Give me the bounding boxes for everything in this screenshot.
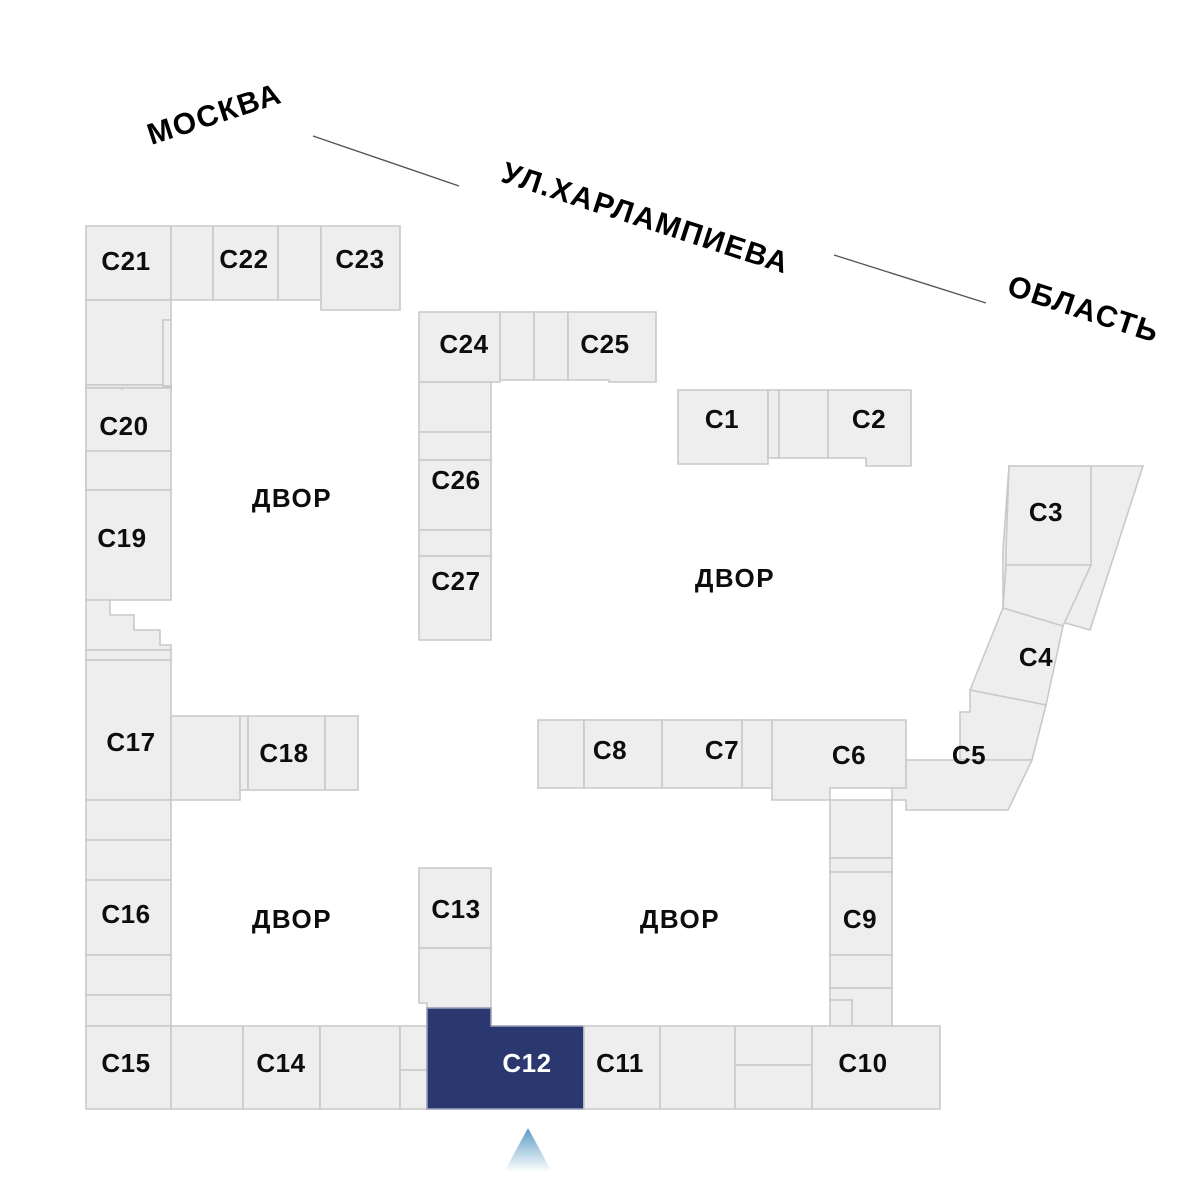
block-east-column: C9 (829, 799, 893, 1027)
building-C25[interactable] (567, 311, 657, 383)
yard-label-northeast: ДВОР (695, 563, 775, 593)
label-C4: C4 (1019, 642, 1053, 672)
block-C13: C13 (418, 867, 492, 1009)
building-C19[interactable] (85, 489, 172, 601)
label-C2: C2 (852, 404, 886, 434)
block-northwest: C21 C22 C23 (85, 225, 401, 311)
block-east-angled: C3 C4 C5 (891, 465, 1145, 811)
building-segment-w-1[interactable] (85, 299, 172, 386)
building-segment-ec-5[interactable] (829, 999, 853, 1027)
building-segment-c-2[interactable] (533, 311, 569, 381)
label-C14: C14 (256, 1048, 305, 1078)
building-segment-c-1[interactable] (499, 311, 535, 381)
label-C26: C26 (431, 465, 480, 495)
label-C23: C23 (335, 244, 384, 274)
building-segment-w-band6[interactable] (85, 994, 172, 1027)
building-C2[interactable] (827, 389, 912, 467)
location-pointer-icon (504, 1128, 552, 1172)
label-C24: C24 (439, 329, 488, 359)
building-segment-w-band1[interactable] (85, 450, 172, 491)
block-northeast: C1 C2 (677, 389, 912, 467)
block-west-column: C20 C19 C17 C16 (85, 299, 172, 1027)
label-C13: C13 (431, 894, 480, 924)
building-C1[interactable] (677, 389, 769, 465)
building-segment-ch-2[interactable] (741, 719, 773, 789)
leader-line-oblast (833, 254, 987, 304)
building-segment-br-5[interactable] (659, 1025, 736, 1110)
building-segment-c-3[interactable] (418, 381, 492, 433)
building-C27[interactable] (418, 555, 492, 641)
building-C10[interactable] (811, 1025, 941, 1110)
block-central-row: C8 C7 C6 (537, 719, 907, 801)
building-segment-br-7[interactable] (734, 1064, 813, 1110)
building-segment-C18-right[interactable] (324, 715, 359, 791)
building-segment-br-3[interactable] (399, 1025, 428, 1071)
label-C21: C21 (101, 246, 150, 276)
yard-labels: ДВОР ДВОР ДВОР ДВОР (252, 483, 775, 934)
label-C9: C9 (843, 904, 877, 934)
building-segment-w-band3[interactable] (85, 799, 172, 841)
road-labels: МОСКВА УЛ.ХАРЛАМПИЕВА ОБЛАСТЬ (143, 77, 1163, 349)
label-C15: C15 (101, 1048, 150, 1078)
direction-label-moskva: МОСКВА (143, 77, 286, 151)
label-C18: C18 (259, 738, 308, 768)
building-segment-w-band5[interactable] (85, 954, 172, 996)
building-segment-C18-link[interactable] (170, 715, 241, 801)
label-C27: C27 (431, 566, 480, 596)
yard-label-southwest: ДВОР (252, 904, 332, 934)
building-C22-right[interactable] (277, 225, 322, 301)
label-C5: C5 (952, 740, 986, 770)
label-C6: C6 (832, 740, 866, 770)
location-marker (504, 1128, 552, 1172)
building-segment-ec-1[interactable] (829, 799, 893, 859)
building-C24[interactable] (418, 311, 501, 383)
building-segment-w-band2[interactable] (85, 649, 172, 661)
label-C10: C10 (838, 1048, 887, 1078)
building-C6[interactable] (771, 719, 907, 801)
label-C7: C7 (705, 735, 739, 765)
building-C23[interactable] (320, 225, 401, 311)
label-C1: C1 (705, 404, 739, 434)
label-C16: C16 (101, 899, 150, 929)
building-segment-ec-3[interactable] (829, 954, 893, 989)
label-C17: C17 (106, 727, 155, 757)
label-C19: C19 (97, 523, 146, 553)
direction-label-oblast: ОБЛАСТЬ (1004, 269, 1164, 349)
label-C22: C22 (219, 244, 268, 274)
building-segment-ch-1[interactable] (537, 719, 585, 789)
label-C8: C8 (593, 735, 627, 765)
building-segment-C19-steps[interactable] (85, 599, 172, 651)
building-segment-ne-2[interactable] (778, 389, 829, 459)
yard-label-southeast: ДВОР (640, 904, 720, 934)
block-C18-wing: C18 (170, 715, 359, 801)
building-segment-br-4[interactable] (399, 1069, 428, 1110)
building-segment-w-band4[interactable] (85, 839, 172, 881)
building-segment-ne-1[interactable] (767, 389, 780, 459)
label-C20: C20 (99, 411, 148, 441)
building-segment-br-1[interactable] (170, 1025, 244, 1110)
yard-label-northwest: ДВОР (252, 483, 332, 513)
building-segment-br-2[interactable] (319, 1025, 401, 1110)
label-C11: C11 (596, 1048, 644, 1078)
building-segment-nw-1[interactable] (170, 225, 214, 301)
building-segment-C18-gap[interactable] (239, 715, 249, 791)
building-segment-br-6[interactable] (734, 1025, 813, 1066)
label-C12: C12 (502, 1048, 551, 1078)
street-name-label: УЛ.ХАРЛАМПИЕВА (498, 156, 794, 280)
building-segment-c-5[interactable] (418, 529, 492, 557)
label-C3: C3 (1029, 497, 1063, 527)
building-segment-c-4[interactable] (418, 431, 492, 461)
leader-line-moskva (312, 135, 460, 187)
building-segment-w-1b[interactable] (162, 319, 172, 387)
road-leader-lines (312, 135, 987, 304)
building-segment-C13-base[interactable] (418, 947, 492, 1009)
block-bottom-row: C15 C14 C12 C11 C10 (85, 1007, 941, 1110)
block-central-column: C24 C25 C26 C27 (418, 311, 657, 641)
label-C25: C25 (580, 329, 629, 359)
building-segment-ec-2[interactable] (829, 857, 893, 873)
